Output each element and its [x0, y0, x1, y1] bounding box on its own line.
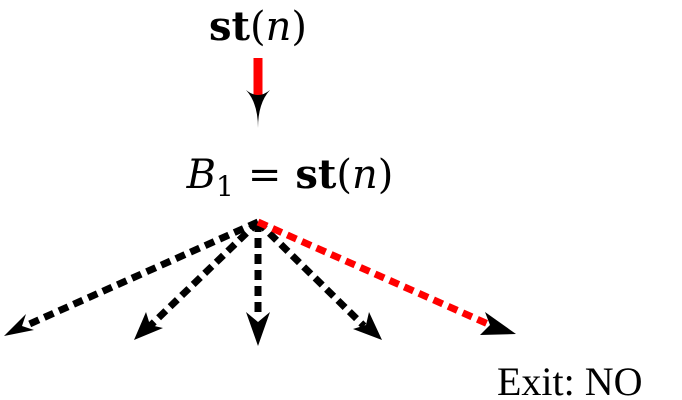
middle-node-arg: n: [352, 152, 378, 198]
branch-5-arrow-head-icon: [480, 312, 516, 335]
middle-node-func: st: [295, 151, 337, 198]
middle-node-close-paren: ): [378, 152, 394, 198]
middle-node-equals: =: [248, 152, 282, 198]
branch-2-arrow-head-icon: [134, 312, 163, 340]
middle-node-open-paren: (: [336, 152, 352, 198]
top-node-open-paren: (: [250, 4, 266, 50]
branch-3-arrow: [246, 222, 270, 346]
branch-2-line: [147, 219, 261, 329]
top-node-close-paren: ): [291, 4, 307, 50]
branch-1-arrow: [4, 218, 260, 336]
top-node-arg: n: [266, 4, 292, 50]
branch-1-arrow-head-icon: [4, 314, 34, 336]
branch-4-line: [255, 219, 367, 329]
exit-label: Exit: NO: [497, 359, 643, 400]
top-node-label: st(n): [209, 3, 307, 50]
top-node-func: st: [209, 3, 251, 50]
arrow-head-icon: [246, 90, 270, 128]
branch-3-arrow-head-icon: [246, 312, 270, 346]
branch-5-line: [256, 218, 490, 328]
branch-2-arrow: [134, 219, 261, 340]
branch-4-arrow-head-icon: [353, 312, 382, 340]
middle-node-subscript: 1: [216, 170, 234, 203]
middle-node-var: B: [186, 152, 216, 198]
branch-5-arrow: [256, 218, 516, 335]
branch-1-line: [23, 218, 260, 330]
middle-node-label: B1 = st(n): [186, 151, 394, 203]
branch-4-arrow: [255, 219, 382, 340]
